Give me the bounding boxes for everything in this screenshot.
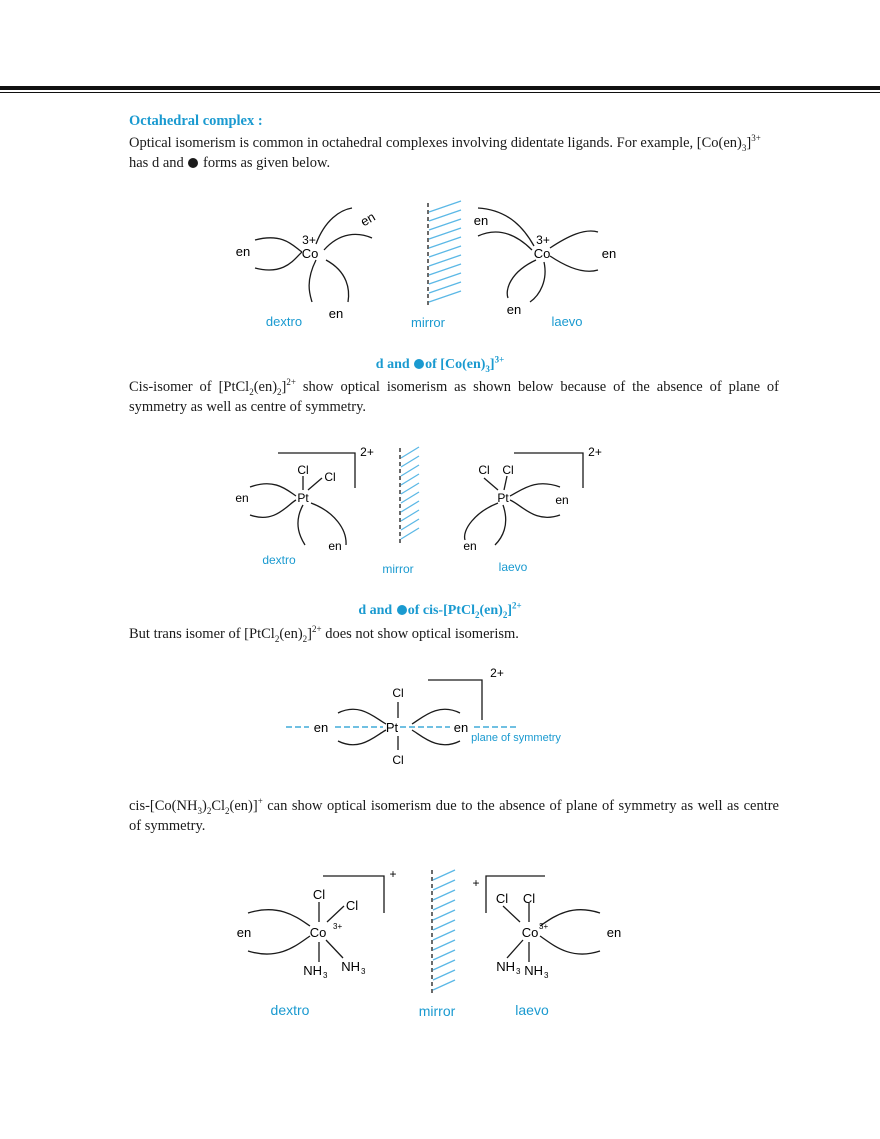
chloride-label: Cl xyxy=(478,463,489,477)
charge-label: 2+ xyxy=(588,445,602,459)
metal-label: Pt xyxy=(497,491,509,505)
figure-cis-ptcl2-en2: Cl Cl Pt en en 2+ dextro mirror Cl Cl Pt… xyxy=(235,445,602,576)
dextro-label: dextro xyxy=(271,1002,310,1018)
charge-label: + xyxy=(389,867,396,881)
ligand-label: en xyxy=(507,302,521,317)
ligand-label: en xyxy=(555,493,568,507)
metal-charge: 3+ xyxy=(333,922,342,931)
ligand-label: en xyxy=(235,491,248,505)
charge-label: 2+ xyxy=(490,666,504,680)
figure-trans-ptcl2-en2: Cl Cl Pt en en 2+ plane of symmetry xyxy=(286,666,561,767)
paragraph-1: Optical isomerism is common in octahedra… xyxy=(129,133,761,171)
chloride-label: Cl xyxy=(502,463,513,477)
plane-of-symmetry-label: plane of symmetry xyxy=(471,732,561,744)
chloride-label: Cl xyxy=(324,470,335,484)
ligand-label: en xyxy=(602,246,616,261)
section-heading: Octahedral complex : xyxy=(129,113,263,129)
mirror-label: mirror xyxy=(419,1003,456,1019)
header-rule-thin xyxy=(0,92,880,93)
laevo-symbol xyxy=(414,359,425,369)
ligand-label: en xyxy=(607,925,621,940)
mirror-label: mirror xyxy=(411,315,446,330)
figure-co-en3: en en en 3+ Co dextro mirror en en en 3+… xyxy=(236,200,616,330)
ligand-label: en xyxy=(236,244,250,259)
ligand-label: en xyxy=(328,539,341,553)
laevo-symbol xyxy=(396,605,407,615)
metal-label: Co xyxy=(310,925,327,940)
mirror xyxy=(399,446,420,545)
dextro-label: dextro xyxy=(262,553,296,567)
chloride-label: Cl xyxy=(496,891,508,906)
ligand-label: en xyxy=(314,720,328,735)
charge-label: 3+ xyxy=(536,233,550,247)
charge-label: + xyxy=(472,876,479,890)
ligand-label: en xyxy=(358,209,378,229)
ammine-label: NH xyxy=(341,959,360,974)
ammine-subscript: 3 xyxy=(323,971,328,980)
dextro-label: dextro xyxy=(266,314,302,329)
metal-label: Co xyxy=(522,925,539,940)
chloride-label: Cl xyxy=(392,686,403,700)
mirror xyxy=(427,200,462,305)
chloride-label: Cl xyxy=(523,891,535,906)
chloride-label: Cl xyxy=(313,887,325,902)
laevo-label: laevo xyxy=(499,560,528,574)
header-rule-thick xyxy=(0,86,880,90)
ammine-subscript: 3 xyxy=(361,967,366,976)
chloride-label: Cl xyxy=(392,753,403,767)
ammine-label: NH xyxy=(524,963,543,978)
metal-label: Co xyxy=(534,246,551,261)
paragraph-2: Cis-isomer of [PtCl2(en)2]2+ show optica… xyxy=(129,377,780,415)
ammine-subscript: 3 xyxy=(516,967,521,976)
caption-1: d and of [Co(en)3]3+ xyxy=(375,354,505,374)
ligand-label: en xyxy=(237,925,251,940)
metal-label: Pt xyxy=(386,720,399,735)
chloride-label: Cl xyxy=(297,463,308,477)
ammine-label: NH xyxy=(496,959,515,974)
paragraph-4: cis-[Co(NH3)2Cl2(en)]+ can show optical … xyxy=(129,796,779,834)
laevo-label: laevo xyxy=(551,314,582,329)
charge-label: 3+ xyxy=(302,233,316,247)
metal-label: Pt xyxy=(297,491,309,505)
laevo-symbol xyxy=(188,158,199,168)
ligand-label: en xyxy=(474,213,488,228)
figure-cis-co-nh3-cl2-en: Cl Cl Co 3+ en NH 3 NH 3 + dextro mirror… xyxy=(237,867,621,1019)
metal-charge: 3+ xyxy=(539,922,548,931)
laevo-label: laevo xyxy=(515,1002,549,1018)
metal-label: Co xyxy=(302,246,319,261)
ammine-subscript: 3 xyxy=(544,971,549,980)
mirror-label: mirror xyxy=(382,562,413,576)
ligand-label: en xyxy=(463,539,476,553)
ligand-label: en xyxy=(329,306,343,321)
charge-label: 2+ xyxy=(360,445,374,459)
ammine-label: NH xyxy=(303,963,322,978)
chloride-label: Cl xyxy=(346,898,358,913)
paragraph-3: But trans isomer of [PtCl2(en)2]2+ does … xyxy=(129,624,519,644)
caption-2: d and of cis-[PtCl2(en)2]2+ xyxy=(358,600,522,620)
ligand-label: en xyxy=(454,720,468,735)
mirror xyxy=(431,869,456,995)
